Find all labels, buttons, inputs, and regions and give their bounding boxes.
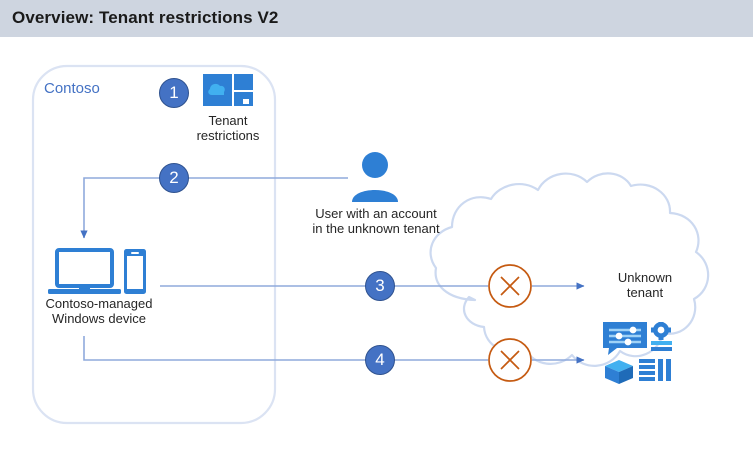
- step-3-badge: 3: [365, 271, 395, 301]
- page-title: Overview: Tenant restrictions V2: [12, 8, 279, 27]
- contoso-boundary-label: Contoso: [44, 80, 100, 97]
- tenant-restrictions-icon: [203, 74, 253, 106]
- block-marker-3: [488, 264, 532, 308]
- user-person-icon: [352, 152, 398, 202]
- laptop-and-phone-icon: [48, 248, 146, 294]
- tenant-restrictions-label: Tenant restrictions: [168, 113, 288, 143]
- step-1-badge: 1: [159, 78, 189, 108]
- tenant-restrictions-label-line1: Tenant: [208, 113, 248, 128]
- cloud-service-icons: [603, 322, 672, 384]
- unknown-tenant-label-line2: tenant: [626, 285, 664, 300]
- step-4-badge: 4: [365, 345, 395, 375]
- user-node-label-line1: User with an account: [315, 206, 437, 221]
- device-node-label-line2: Windows device: [52, 311, 146, 326]
- connector-step-2: [80, 177, 348, 239]
- unknown-tenant-label-line1: Unknown: [617, 270, 673, 285]
- connector-step-4: [83, 336, 488, 361]
- user-node-label: User with an account in the unknown tena…: [290, 206, 462, 236]
- user-node-label-line2: in the unknown tenant: [312, 221, 440, 236]
- contoso-tenant-boundary: [31, 64, 277, 425]
- device-node-label-line1: Contoso-managed: [45, 296, 153, 311]
- header-bar: [0, 0, 753, 37]
- tenant-restrictions-label-line2: restrictions: [196, 128, 260, 143]
- unknown-tenant-cloud: [429, 172, 710, 367]
- unknown-tenant-label: Unknown tenant: [590, 270, 700, 300]
- step-2-badge: 2: [159, 163, 189, 193]
- device-node-label: Contoso-managed Windows device: [25, 296, 173, 326]
- block-marker-4: [488, 338, 532, 382]
